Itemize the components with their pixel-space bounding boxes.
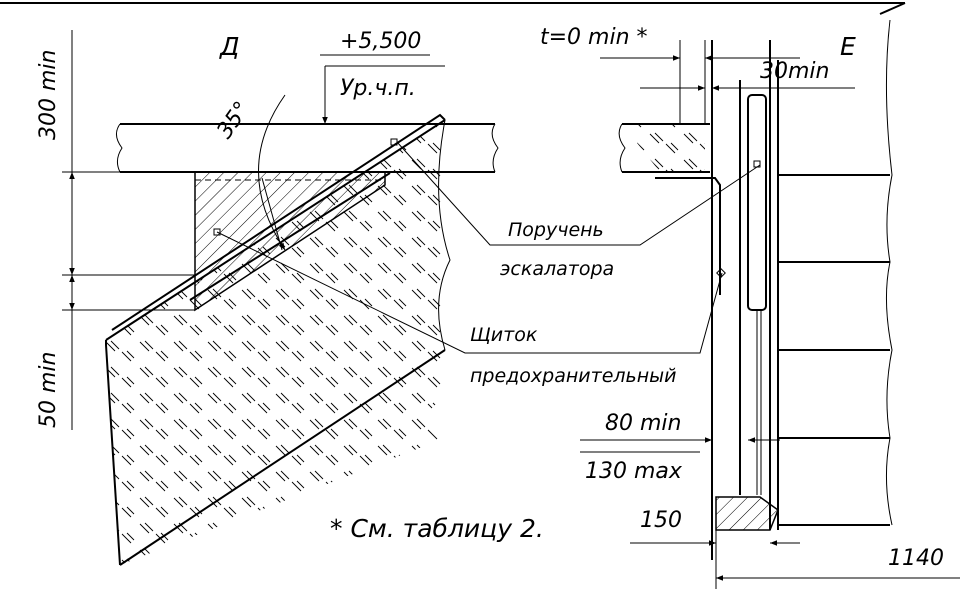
view-e: Е t=0 min * 30min 80 min 130 max 150 114… [540,19,960,589]
dim-1140-label: 1140 [888,546,944,571]
gap-30-label: 30min [760,59,829,84]
dim-50-label: 50 min [36,352,61,428]
profile-marker [753,160,761,168]
handrail-profile [747,94,767,311]
angle-arc [258,94,286,251]
dim-150-label: 150 [640,508,682,533]
handrail-label-2: эскалатора [500,258,614,280]
handrail-leader [396,141,761,246]
gap-top-label: t=0 min * [540,25,648,50]
wall-break [885,19,893,526]
truss-bottom-edge [119,349,446,566]
frame-corner-line [879,2,906,15]
handrail-label-1: Поручень [508,219,604,241]
right-slab-fill [622,124,705,172]
slab-break-left [116,123,123,173]
handrail [111,113,446,331]
level-label: Ур.ч.п. [340,76,416,101]
view-e-title: Е [840,32,856,61]
truss-break [438,119,451,351]
shield-label-1: Щиток [470,324,538,346]
truss-top-edge [105,119,446,341]
footnote: * См. таблицу 2. [330,514,544,543]
angle-label: 35° [212,97,255,143]
shield-label-2: предохранительный [470,365,677,387]
view-d: Д +5,500 Ур.ч.п. 35° 300 min 50 min [36,29,499,566]
elevation-label: +5,500 [340,29,421,54]
dim-300-label: 300 min [36,50,61,140]
truss-left-edge [105,340,121,566]
dim-80-label: 80 min [605,411,681,436]
safety-shield [189,172,391,301]
escalator-truss [106,120,445,565]
view-d-title: Д [219,32,240,61]
slab-break-right [491,123,499,173]
angle-leader [261,177,283,251]
right-slab-break [618,123,626,173]
shield-bracket [655,177,721,295]
shield-marker [213,228,221,236]
bracket-marker [716,268,726,278]
sill-block [715,496,779,531]
dim-130-label: 130 max [585,459,683,484]
callouts: Поручень эскалатора Щиток предохранитель… [216,141,761,543]
wall-steps [778,174,890,526]
